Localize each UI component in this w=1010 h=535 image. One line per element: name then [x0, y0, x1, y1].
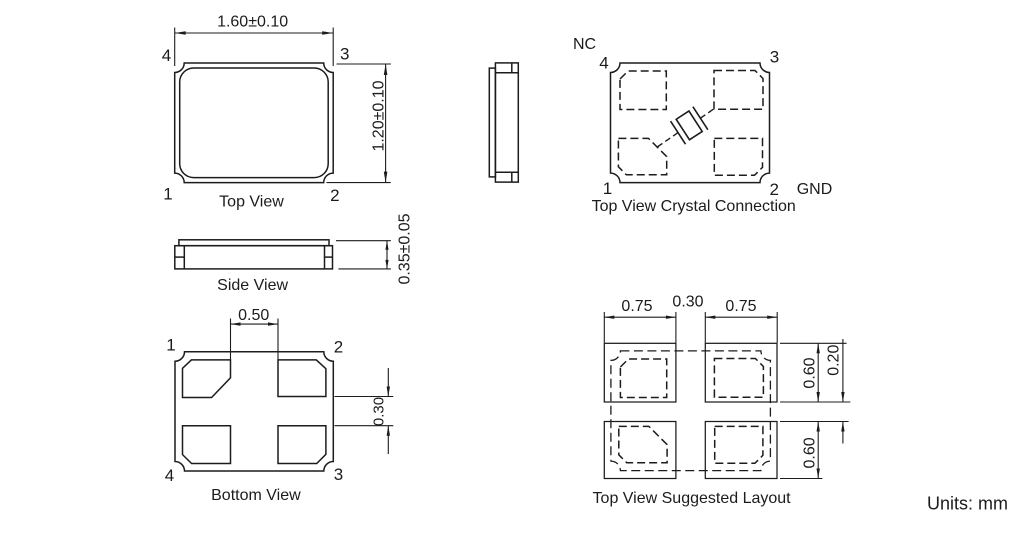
svg-text:0.35±0.05: 0.35±0.05: [396, 213, 413, 284]
svg-text:1.60±0.10: 1.60±0.10: [217, 14, 288, 31]
svg-text:Bottom View: Bottom View: [211, 487, 301, 504]
svg-text:4: 4: [162, 46, 171, 65]
svg-text:0.60: 0.60: [802, 357, 819, 388]
svg-text:2: 2: [334, 338, 343, 357]
svg-text:1.20±0.10: 1.20±0.10: [371, 80, 388, 151]
svg-text:NC: NC: [573, 36, 596, 53]
svg-text:Top View Crystal Connection: Top View Crystal Connection: [592, 198, 796, 215]
svg-text:0.20: 0.20: [826, 345, 843, 376]
svg-text:0.30: 0.30: [371, 397, 388, 426]
svg-text:2: 2: [330, 186, 339, 205]
svg-text:Top View Suggested Layout: Top View Suggested Layout: [593, 490, 792, 507]
svg-text:Units: mm: Units: mm: [927, 494, 1008, 514]
svg-text:2: 2: [769, 180, 778, 199]
svg-text:0.75: 0.75: [725, 298, 756, 315]
svg-text:1: 1: [166, 336, 175, 355]
svg-text:0.60: 0.60: [802, 437, 819, 468]
svg-text:Top View: Top View: [219, 194, 284, 211]
svg-text:4: 4: [165, 466, 174, 485]
svg-text:0.30: 0.30: [672, 294, 703, 311]
svg-text:1: 1: [603, 179, 612, 198]
svg-text:GND: GND: [797, 181, 833, 198]
svg-text:0.50: 0.50: [238, 307, 269, 324]
svg-text:4: 4: [599, 54, 608, 73]
svg-text:1: 1: [163, 185, 172, 204]
svg-text:3: 3: [770, 48, 779, 67]
svg-text:Side View: Side View: [217, 277, 288, 294]
svg-text:3: 3: [340, 45, 349, 64]
svg-text:0.75: 0.75: [621, 298, 652, 315]
svg-text:3: 3: [334, 465, 343, 484]
